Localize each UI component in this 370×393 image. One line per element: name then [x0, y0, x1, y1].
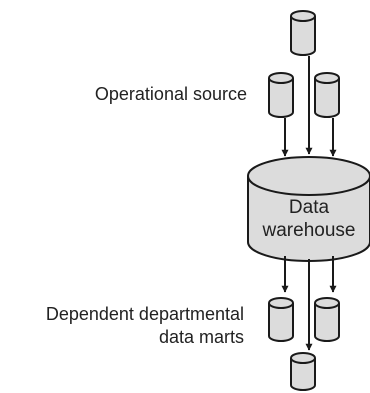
dependent-marts-label-line1: Dependent departmental [46, 304, 244, 324]
source-cylinder-right [314, 72, 340, 118]
mart-cylinder-left [268, 297, 294, 342]
source-cylinder-left [268, 72, 294, 118]
dependent-marts-label-line2: data marts [159, 327, 244, 347]
operational-source-label: Operational source [95, 84, 247, 104]
warehouse-label-line2: warehouse [262, 220, 356, 241]
mart-cylinder-right [314, 297, 340, 342]
mart-cylinder-bottom [290, 352, 316, 391]
source-cylinder-top [290, 10, 316, 56]
warehouse-label-line1: Data [289, 197, 330, 218]
